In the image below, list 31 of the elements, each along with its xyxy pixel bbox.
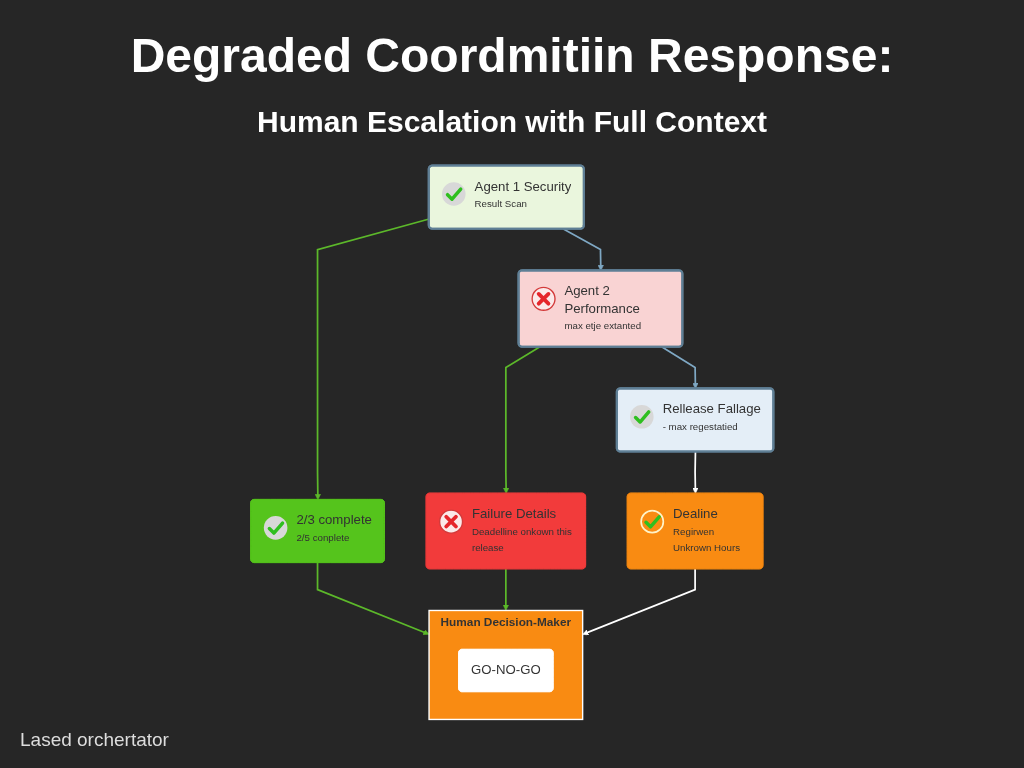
diagram-title: Degraded Coordmitiin Response: bbox=[130, 28, 894, 84]
decision-box bbox=[458, 649, 554, 693]
node-text: 2/5 conplete bbox=[296, 532, 350, 544]
node-title: GO-NO-GO bbox=[471, 662, 541, 678]
node-title: Failure Details bbox=[471, 506, 557, 521]
node-text: Deadelline onkown this release bbox=[471, 525, 572, 554]
node-text: max etje extanted bbox=[564, 320, 642, 332]
footer-note: Lased orchertator bbox=[20, 729, 169, 752]
node-title: Agent 2 Performance bbox=[564, 283, 640, 316]
node-text: - max regestatied bbox=[662, 421, 738, 433]
arrow bbox=[503, 346, 541, 494]
arrow bbox=[502, 567, 509, 611]
node-title: 2/3 complete bbox=[296, 512, 372, 528]
agent-card bbox=[517, 269, 684, 348]
arrow bbox=[692, 451, 699, 494]
agent-card bbox=[615, 387, 775, 453]
status-box bbox=[425, 492, 586, 570]
subtitle: Human Escalation with Full Context bbox=[256, 104, 767, 140]
status-box bbox=[626, 492, 764, 570]
panel-title: Human Decision-Maker bbox=[440, 616, 572, 630]
status-box bbox=[250, 499, 385, 563]
arrow bbox=[582, 567, 696, 636]
node-text: Regirwen Unkrown Hours bbox=[673, 525, 741, 554]
agent-card bbox=[427, 164, 585, 230]
arrow bbox=[562, 228, 604, 271]
node-text: Result Scan bbox=[474, 198, 527, 210]
arrow bbox=[316, 561, 430, 636]
node-title: Dealine bbox=[673, 506, 718, 521]
node-title: Rellease Fallage bbox=[662, 401, 761, 417]
arrow bbox=[661, 346, 699, 389]
node-title: Agent 1 Security bbox=[474, 178, 572, 194]
